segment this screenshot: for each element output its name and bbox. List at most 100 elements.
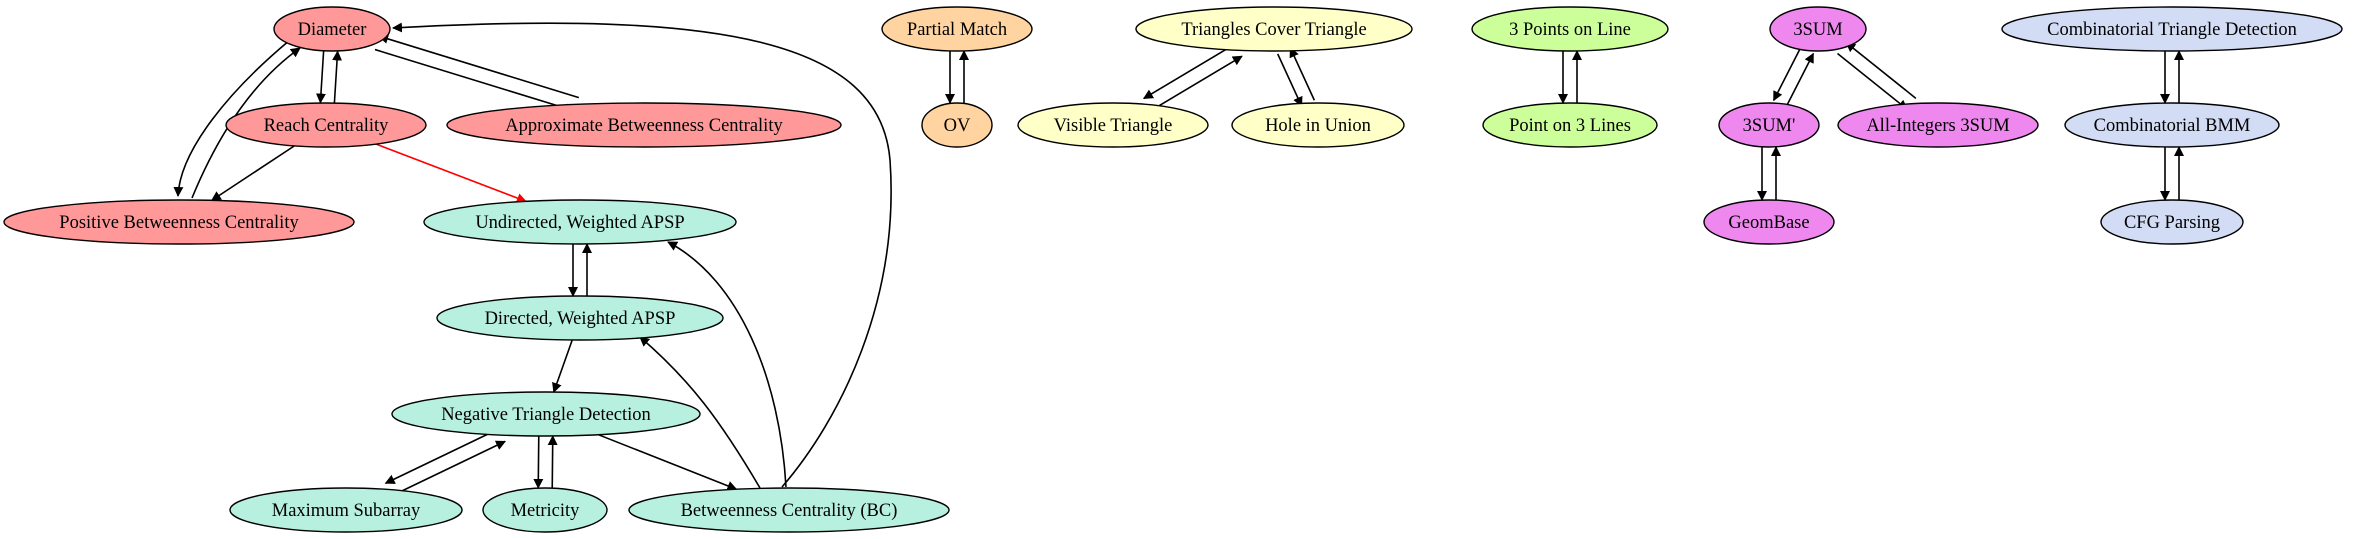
edge-all-int-3sum-to-threesum (1845, 41, 1917, 99)
node-shape (1135, 6, 1413, 52)
node-shape (1471, 6, 1669, 52)
node-shape (3, 199, 355, 245)
edge-path (378, 34, 580, 99)
edge-tri-cover-to-hole-union (1276, 53, 1303, 107)
node-label: Combinatorial Triangle Detection (2047, 20, 2297, 40)
node-label: Partial Match (907, 20, 1007, 40)
edge-path (552, 339, 573, 393)
node-label: CFG Parsing (2124, 213, 2220, 233)
node-label: Directed, Weighted APSP (485, 309, 676, 329)
node-shape (2064, 102, 2280, 148)
node-label: Visible Triangle (1054, 116, 1173, 136)
edge-neg-tri-to-max-sub (384, 428, 500, 484)
node-shape (225, 102, 427, 148)
node-shape (423, 199, 737, 245)
edge-path (1836, 52, 1908, 110)
node-reach: Reach Centrality (225, 102, 427, 148)
node-shape (1837, 102, 2039, 148)
node-label: Undirected, Weighted APSP (475, 213, 684, 233)
node-shape (1703, 199, 1835, 245)
edge-path (332, 50, 343, 104)
node-shape (273, 6, 391, 52)
edge-bc-to-diameter (392, 22, 892, 488)
edge-reach-to-diameter (332, 50, 343, 104)
node-label: Positive Betweenness Centrality (59, 213, 299, 233)
edge-metricity-to-neg-tri (547, 435, 558, 489)
node-label: GeomBase (1728, 213, 1809, 233)
edge-diameter-to-approx-bc (374, 48, 576, 114)
node-shape (881, 6, 1033, 52)
edge-path (533, 435, 544, 489)
node-undirected-apsp: Undirected, Weighted APSP (423, 199, 737, 245)
node-ov: OV (921, 102, 993, 148)
edge-pos-bc-to-diameter (191, 47, 301, 199)
edge-bc-to-undirected-apsp (667, 241, 787, 488)
edge-path (210, 145, 295, 202)
node-shape (482, 487, 608, 533)
node-bc: Betweenness Centrality (BC) (628, 487, 950, 533)
edge-path (375, 143, 527, 203)
edge-threesum-to-all-int-3sum (1836, 52, 1908, 110)
node-cfg: CFG Parsing (2100, 199, 2244, 245)
edge-path (1150, 55, 1243, 112)
node-shape (1482, 102, 1658, 148)
edge-path (1289, 47, 1316, 101)
edge-neg-tri-to-metricity (533, 435, 544, 489)
node-label: Triangles Cover Triangle (1181, 20, 1366, 40)
node-threesum: 3SUM (1769, 6, 1867, 52)
edge-path (315, 50, 326, 104)
node-label: Reach Centrality (264, 116, 390, 136)
edge-hole-union-to-tri-cover (1289, 47, 1316, 101)
edge-threesum-prime-to-threesum (1785, 52, 1815, 108)
node-point-three-lines: Point on 3 Lines (1482, 102, 1658, 148)
edge-path (391, 440, 507, 497)
node-shape (391, 391, 701, 437)
node-approx-bc: Approximate Betweenness Centrality (446, 102, 842, 148)
node-partial-match: Partial Match (881, 6, 1033, 52)
node-shape (2100, 199, 2244, 245)
node-shape (2001, 6, 2343, 52)
edge-visible-tri-to-tri-cover (1150, 55, 1243, 112)
node-label: Betweenness Centrality (BC) (681, 501, 898, 521)
edge-path (1785, 52, 1815, 108)
edge-path (392, 22, 892, 488)
edge-path (384, 428, 500, 484)
node-shape (436, 295, 724, 341)
edge-threesum-to-threesum-prime (1773, 46, 1802, 102)
edge-directed-apsp-to-neg-tri (552, 339, 573, 393)
node-label: Diameter (298, 20, 367, 40)
node-comb-tri: Combinatorial Triangle Detection (2001, 6, 2343, 52)
edge-path (547, 435, 558, 489)
node-diameter: Diameter (273, 6, 391, 52)
node-comb-bmm: Combinatorial BMM (2064, 102, 2280, 148)
edge-approx-bc-to-diameter (378, 34, 580, 99)
node-shape (921, 102, 993, 148)
node-geombase: GeomBase (1703, 199, 1835, 245)
edge-reach-to-pos-bc (210, 145, 295, 202)
node-max-sub: Maximum Subarray (229, 487, 463, 533)
node-hole-union: Hole in Union (1231, 102, 1405, 148)
node-directed-apsp: Directed, Weighted APSP (436, 295, 724, 341)
edge-path (639, 336, 761, 489)
node-shape (1769, 6, 1867, 52)
node-label: Approximate Betweenness Centrality (505, 116, 783, 136)
edge-reach-to-undirected-apsp (375, 143, 527, 203)
node-label: Point on 3 Lines (1509, 116, 1631, 136)
node-label: Hole in Union (1265, 116, 1371, 136)
edge-max-sub-to-neg-tri (391, 440, 507, 497)
node-shape (628, 487, 950, 533)
node-shape (1231, 102, 1405, 148)
node-label: Combinatorial BMM (2094, 116, 2251, 136)
node-label: Negative Triangle Detection (441, 405, 651, 425)
node-tri-cover: Triangles Cover Triangle (1135, 6, 1413, 52)
node-label: 3 Points on Line (1509, 20, 1631, 40)
edge-diameter-to-pos-bc (173, 39, 291, 197)
node-label: 3SUM' (1743, 116, 1796, 136)
edge-path (1276, 53, 1303, 107)
node-metricity: Metricity (482, 487, 608, 533)
edge-neg-tri-to-bc (598, 433, 738, 491)
edge-bc-to-directed-apsp (639, 336, 761, 489)
node-all-int-3sum: All-Integers 3SUM (1837, 102, 2039, 148)
edge-path (1142, 43, 1236, 100)
node-label: All-Integers 3SUM (1866, 116, 2009, 136)
